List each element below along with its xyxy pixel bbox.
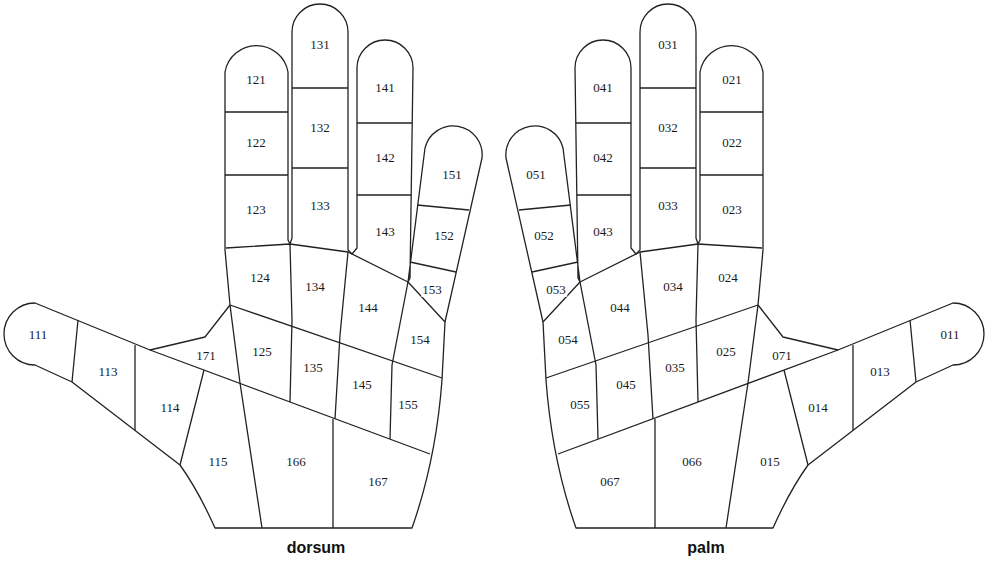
region-number: 131 bbox=[309, 38, 331, 52]
region-number: 041 bbox=[592, 81, 614, 95]
region-number: 032 bbox=[657, 121, 679, 135]
region-number: 132 bbox=[309, 121, 331, 135]
region-number: 022 bbox=[721, 136, 743, 150]
region-number: 145 bbox=[351, 378, 373, 392]
region-number: 142 bbox=[374, 151, 396, 165]
region-number: 114 bbox=[159, 401, 180, 415]
region-number: 152 bbox=[433, 229, 455, 243]
region-number: 044 bbox=[609, 301, 631, 315]
region-number: 011 bbox=[939, 328, 960, 342]
region-number: 134 bbox=[304, 280, 326, 294]
region-number: 053 bbox=[545, 283, 567, 297]
region-number: 125 bbox=[251, 345, 273, 359]
region-number: 014 bbox=[807, 401, 829, 415]
region-number: 033 bbox=[657, 199, 679, 213]
region-number: 141 bbox=[374, 81, 396, 95]
region-number: 143 bbox=[374, 225, 396, 239]
region-number: 113 bbox=[97, 365, 118, 379]
region-number: 071 bbox=[771, 349, 793, 363]
region-number: 025 bbox=[715, 345, 737, 359]
region-number: 115 bbox=[207, 455, 228, 469]
view-caption: dorsum bbox=[287, 539, 346, 557]
region-number: 034 bbox=[662, 280, 684, 294]
region-number: 153 bbox=[421, 283, 443, 297]
region-number: 124 bbox=[249, 271, 271, 285]
region-number: 055 bbox=[569, 398, 591, 412]
region-number: 135 bbox=[302, 361, 324, 375]
region-number: 023 bbox=[721, 203, 743, 217]
region-number: 015 bbox=[759, 455, 781, 469]
region-number: 122 bbox=[245, 136, 267, 150]
region-number: 051 bbox=[525, 168, 547, 182]
region-number: 024 bbox=[717, 271, 739, 285]
region-number: 167 bbox=[367, 475, 389, 489]
dorsum-hand bbox=[4, 4, 482, 528]
region-number: 144 bbox=[357, 301, 379, 315]
region-number: 111 bbox=[28, 328, 49, 342]
region-number: 052 bbox=[533, 229, 555, 243]
region-number: 031 bbox=[657, 38, 679, 52]
view-caption: palm bbox=[687, 539, 724, 557]
region-number: 042 bbox=[592, 151, 614, 165]
region-number: 166 bbox=[285, 455, 307, 469]
region-number: 133 bbox=[309, 199, 331, 213]
region-number: 045 bbox=[615, 378, 637, 392]
palm-hand bbox=[506, 4, 984, 528]
region-number: 066 bbox=[681, 455, 703, 469]
region-number: 054 bbox=[557, 333, 579, 347]
region-number: 067 bbox=[599, 475, 621, 489]
region-number: 035 bbox=[664, 361, 686, 375]
region-number: 021 bbox=[721, 73, 743, 87]
region-number: 013 bbox=[869, 365, 891, 379]
region-number: 123 bbox=[245, 203, 267, 217]
region-number: 043 bbox=[592, 225, 614, 239]
region-number: 171 bbox=[195, 349, 217, 363]
region-number: 121 bbox=[245, 73, 267, 87]
region-number: 154 bbox=[409, 333, 431, 347]
region-number: 151 bbox=[441, 168, 463, 182]
region-number: 155 bbox=[397, 398, 419, 412]
